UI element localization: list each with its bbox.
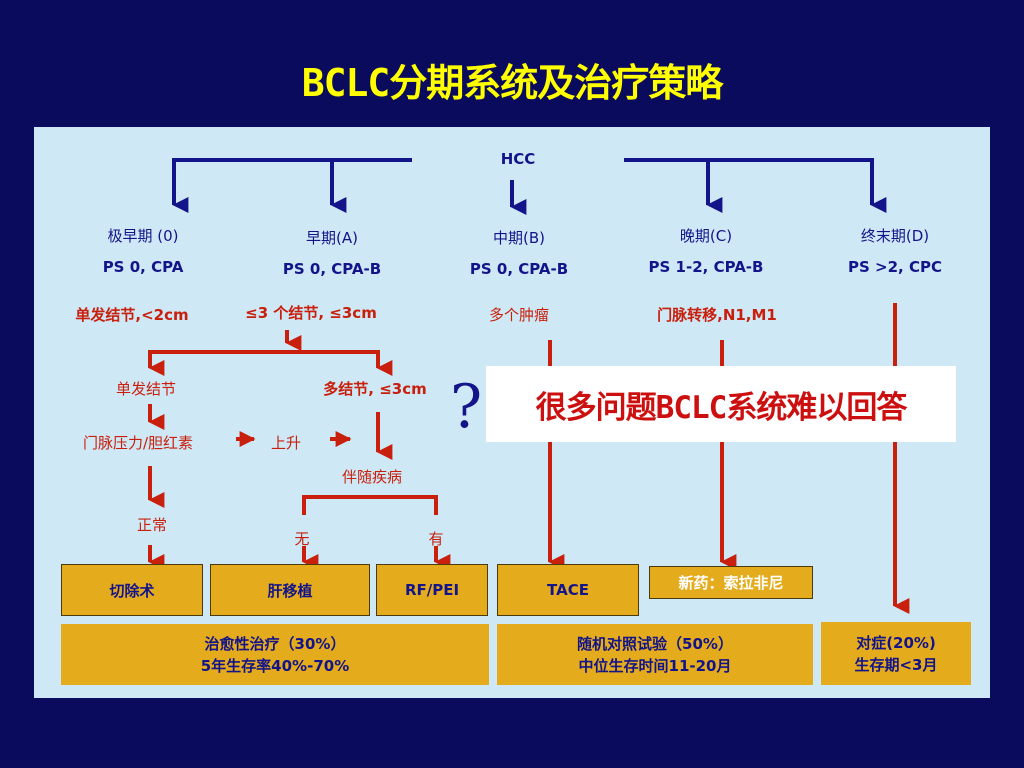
stage-a-ps: PS 0, CPA-B	[282, 260, 382, 278]
outcome-symptomatic: 对症(20%) 生存期<3月	[821, 622, 971, 685]
outcome-symptomatic-line1: 对症(20%)	[856, 633, 936, 652]
question-mark: ?	[450, 372, 483, 442]
stage-d-ps: PS >2, CPC	[848, 258, 942, 276]
no-comorbidity-label: 无	[294, 530, 310, 548]
stage-0-ps: PS 0, CPA	[102, 258, 184, 276]
stage-b-name: 中期(B)	[493, 229, 545, 247]
treatment-transplant: 肝移植	[210, 564, 370, 616]
root-hcc-label: HCC	[500, 150, 536, 168]
normal-label: 正常	[136, 516, 168, 534]
stage-c-ps: PS 1-2, CPA-B	[648, 258, 764, 276]
outcome-rct-line2: 中位生存时间11-20月	[578, 656, 732, 675]
has-comorbidity-label: 有	[428, 530, 444, 548]
treatment-new-drug: 新药：索拉非尼	[649, 566, 813, 599]
stage-d-name: 终末期(D)	[860, 227, 930, 245]
blue-bracket-right	[624, 158, 887, 213]
stage-a-name: 早期(A)	[306, 229, 358, 247]
condition-advanced: 门脉转移,N1,M1	[657, 306, 777, 324]
condition-very-early: 单发结节,<2cm	[75, 306, 189, 324]
outcome-rct: 随机对照试验（50%） 中位生存时间11-20月	[497, 624, 813, 685]
treatment-resection: 切除术	[61, 564, 203, 616]
red-flow-arrows	[148, 303, 910, 614]
stage-c-name: 晚期(C)	[679, 227, 733, 245]
stage-b-ps: PS 0, CPA-B	[469, 260, 569, 278]
multi-nodule-label: 多结节, ≤3cm	[323, 380, 427, 398]
outcome-curative-line1: 治愈性治疗（30%）	[204, 634, 346, 653]
outcome-rct-line1: 随机对照试验（50%）	[577, 634, 733, 653]
outcome-curative-line2: 5年生存率40%-70%	[200, 656, 350, 675]
slide-title: BCLC分期系统及治疗策略	[301, 61, 724, 105]
stage-0-name: 极早期 (0)	[107, 227, 179, 245]
elevated-label: 上升	[270, 434, 302, 452]
single-nodule-label: 单发结节	[115, 380, 177, 398]
blue-bracket-left	[172, 158, 412, 213]
callout-box: 很多问题BCLC系统难以回答	[486, 366, 956, 442]
portal-pressure-label: 门脉压力/胆红素	[82, 434, 194, 452]
treatment-rf-pei: RF/PEI	[376, 564, 488, 616]
treatment-tace: TACE	[497, 564, 639, 616]
condition-early: ≤3 个结节, ≤3cm	[245, 304, 377, 322]
outcome-curative: 治愈性治疗（30%） 5年生存率40%-70%	[61, 624, 489, 685]
condition-intermediate: 多个肿瘤	[488, 306, 550, 324]
comorbidity-label: 伴随疾病	[341, 468, 403, 486]
outcome-symptomatic-line2: 生存期<3月	[854, 655, 938, 674]
